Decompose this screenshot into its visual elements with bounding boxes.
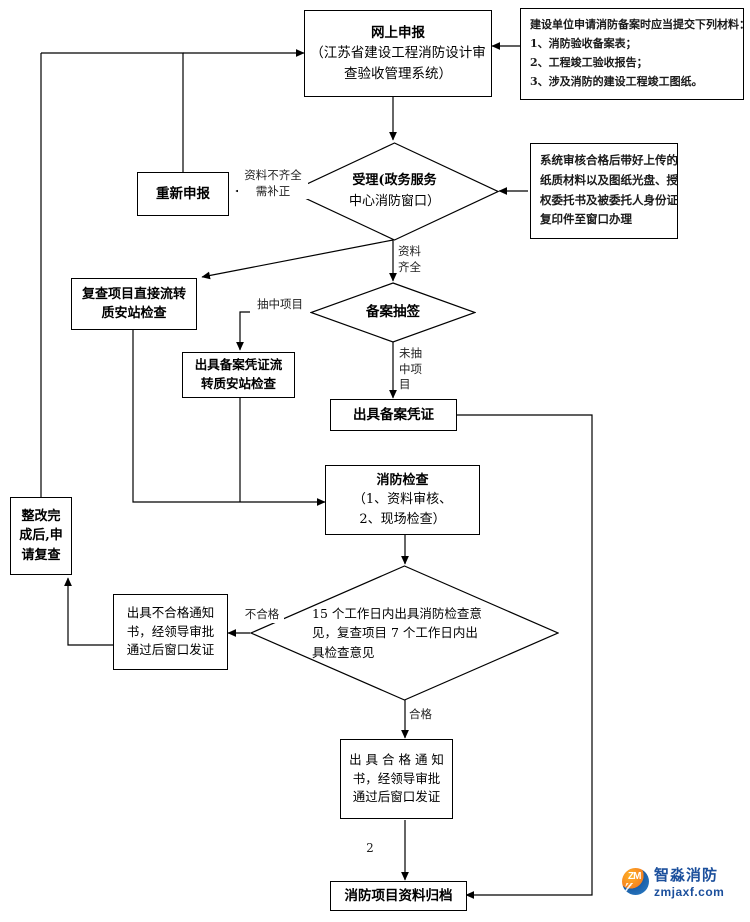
node-line: 请复查 xyxy=(21,547,61,563)
node-line: （1、资料审核、 xyxy=(352,492,453,508)
node-line: 见，复查项目 7 个工作日内出 xyxy=(312,625,478,641)
edge-label-line: 2 xyxy=(366,841,374,855)
edge-label-line: 抽中项目 xyxy=(257,297,303,311)
logo-mark-text: ZM xyxy=(628,871,641,882)
node-line: 15 个工作日内出具消防检查意 xyxy=(312,605,482,621)
note-materials: 建设单位申请消防备案时应当提交下列材料： 1、消防验收备案表； 2、工程竣工验收… xyxy=(520,8,750,100)
node-line: 备案抽签 xyxy=(366,304,420,321)
node-redeclare[interactable]: 重新申报 xyxy=(137,172,229,216)
node-line: 书，经领导审批 xyxy=(352,770,441,786)
note-line: 建设单位申请消防备案时应当提交下列材料： xyxy=(530,18,750,31)
note-line: 2、工程竣工验收报告； xyxy=(530,55,648,69)
node-line: 通过后窗口发证 xyxy=(126,642,215,658)
logo-mark-icon: ZM xyxy=(622,868,649,895)
node-line: （江苏省建设工程消防设计审 xyxy=(310,45,486,62)
logo-brand-en: zmjaxf.com xyxy=(654,885,725,899)
diamond-shape xyxy=(289,142,500,241)
node-line: 重新申报 xyxy=(156,185,210,202)
note-line: 复印件至窗口办理 xyxy=(540,212,632,227)
edge-label-line: 未抽 xyxy=(399,346,422,360)
note-line: 3、涉及消防的建设工程竣工图纸。 xyxy=(530,74,703,88)
edge-label-drawn: 抽中项目 xyxy=(250,297,310,313)
node-line: 受理(政务服务 xyxy=(352,173,437,189)
node-line: 出具备案凭证 xyxy=(353,406,434,423)
node-line: 网上申报 xyxy=(371,25,425,42)
logo-brand-cn: 智淼消防 xyxy=(654,866,719,884)
node-line: 整改完 xyxy=(21,508,61,524)
node-inspection-decision[interactable]: 15 个工作日内出具消防检查意 见，复查项目 7 个工作日内出 具检查意见 xyxy=(249,565,560,701)
note-window: 系统审核合格后带好上传的 纸质材料以及图纸光盘、授 权委托书及被委托人身份证 复… xyxy=(530,143,678,239)
node-line: 出 具 合 格 通 知 xyxy=(349,751,444,767)
node-line: 消防检查 xyxy=(376,472,429,488)
node-line: 2、现场检查） xyxy=(359,511,446,527)
note-line: 1、消防验收备案表； xyxy=(530,36,637,50)
node-issue-cert[interactable]: 出具备案凭证 xyxy=(330,399,457,431)
node-fire-inspection[interactable]: 消防检查 （1、资料审核、 2、现场检查） xyxy=(325,465,480,535)
node-line: 通过后窗口发证 xyxy=(352,789,441,805)
node-pass-notice[interactable]: 出 具 合 格 通 知 书，经领导审批 通过后窗口发证 xyxy=(340,739,453,819)
node-review-direct[interactable]: 复查项目直接流转 质安站检查 xyxy=(71,278,197,330)
edge-label-line: 中项 xyxy=(399,361,422,376)
edge-label-incomplete: 资料不齐全 需补正 xyxy=(238,168,308,200)
edge-label-line: 目 xyxy=(399,377,411,392)
note-line: 系统审核合格后带好上传的 xyxy=(540,153,678,167)
node-lottery[interactable]: 备案抽签 xyxy=(309,282,477,343)
diamond-shape xyxy=(249,565,560,701)
edge-label-pass: 合格 xyxy=(409,707,439,723)
node-line: 成后,申 xyxy=(19,528,63,544)
edge-label-step2: 2 xyxy=(360,840,380,857)
node-line: 消防项目资料归档 xyxy=(344,887,453,904)
node-line: 具检查意见 xyxy=(312,644,375,660)
site-logo: ZM 智淼消防 zmjaxf.com xyxy=(622,864,724,899)
node-line: 出具备案凭证流 xyxy=(194,357,283,373)
node-line: 转质安站检查 xyxy=(200,376,276,391)
edge-label-line: 齐全 xyxy=(398,259,421,274)
node-line: 书，经领导审批 xyxy=(126,623,215,639)
edge-label-line: 资料 xyxy=(398,244,421,258)
node-accept[interactable]: 受理(政务服务 中心消防窗口） xyxy=(289,142,500,241)
node-line: 查验收管理系统） xyxy=(344,65,452,82)
node-line: 出具不合格通知 xyxy=(126,604,215,620)
node-issue-cert-transfer[interactable]: 出具备案凭证流 转质安站检查 xyxy=(182,352,295,398)
node-online-declare[interactable]: 网上申报 （江苏省建设工程消防设计审 查验收管理系统） xyxy=(304,10,492,97)
edge-label-line: 需补正 xyxy=(255,183,291,198)
edge-label-complete: 资料 齐全 xyxy=(398,244,428,276)
edge-label-line: 不合格 xyxy=(244,607,280,621)
diamond-shape xyxy=(309,282,477,343)
node-rectify-recheck[interactable]: 整改完 成后,申 请复查 xyxy=(10,497,72,575)
edge-label-line: 合格 xyxy=(409,707,432,721)
edge-label-fail: 不合格 xyxy=(240,607,284,623)
note-line: 纸质材料以及图纸光盘、授 xyxy=(540,172,678,187)
node-line: 复查项目直接流转 xyxy=(81,286,186,302)
edge-label-not-drawn: 未抽 中项 目 xyxy=(399,346,425,393)
node-line: 质安站检查 xyxy=(101,306,167,321)
node-fail-notice[interactable]: 出具不合格通知 书，经领导审批 通过后窗口发证 xyxy=(113,594,228,670)
node-archive[interactable]: 消防项目资料归档 xyxy=(330,881,467,911)
node-line: 中心消防窗口） xyxy=(348,193,440,209)
note-line: 权委托书及被委托人身份证 xyxy=(540,192,678,207)
edge-label-line: 资料不齐全 xyxy=(244,168,302,182)
